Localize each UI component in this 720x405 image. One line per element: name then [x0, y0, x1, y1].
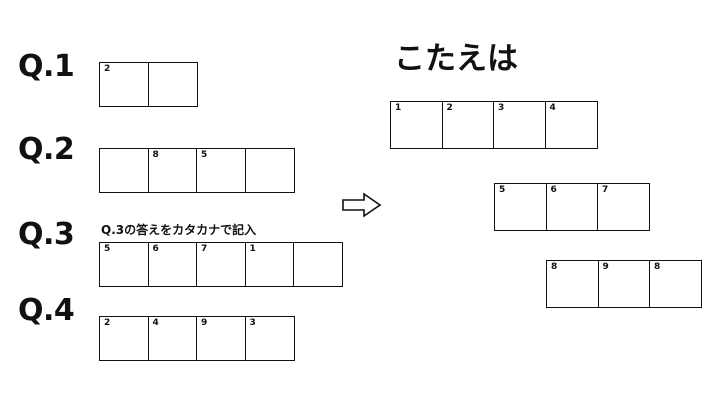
q3-cell-2[interactable]: 6 — [147, 242, 198, 287]
answer-row1-cell-4[interactable]: 4 — [544, 101, 598, 149]
q4-answer-grid: 2 4 9 3 — [99, 316, 295, 361]
cell-number: 7 — [602, 185, 609, 195]
q3-cell-1[interactable]: 5 — [99, 242, 149, 287]
cell-number: 2 — [104, 318, 111, 328]
answer-row1-cell-3[interactable]: 3 — [493, 101, 546, 149]
cell-number: 9 — [602, 262, 609, 272]
q3-cell-5[interactable] — [293, 242, 343, 287]
cell-number: 4 — [549, 103, 556, 113]
q2-cell-1[interactable] — [99, 148, 149, 193]
q3-cell-4[interactable]: 1 — [244, 242, 295, 287]
cell-number: 1 — [395, 103, 402, 113]
question-label-q4: Q.4 — [18, 293, 75, 328]
cell-number: 8 — [551, 262, 558, 272]
right-arrow-outline-icon — [342, 192, 382, 218]
cell-number: 5 — [499, 185, 506, 195]
cell-number: 8 — [152, 150, 159, 160]
q2-cell-4[interactable] — [244, 148, 295, 193]
question-label-q3: Q.3 — [18, 217, 75, 252]
answer-row1-cell-1[interactable]: 1 — [390, 101, 443, 149]
cell-number: 6 — [152, 244, 159, 254]
q4-cell-1[interactable]: 2 — [99, 316, 149, 361]
answer-row2-cell-2[interactable]: 6 — [545, 183, 599, 231]
cell-number: 2 — [446, 103, 453, 113]
cell-number: 3 — [249, 318, 256, 328]
q3-instruction: Q.3の答えをカタカナで記入 — [101, 223, 257, 237]
cell-number: 3 — [498, 103, 505, 113]
q3-cell-3[interactable]: 7 — [196, 242, 246, 287]
answer-grid-row-3: 8 9 8 — [546, 260, 702, 308]
answer-row3-cell-2[interactable]: 9 — [597, 260, 651, 308]
cell-number: 5 — [201, 150, 208, 160]
answer-row3-cell-3[interactable]: 8 — [649, 260, 702, 308]
cell-number: 5 — [104, 244, 111, 254]
answer-grid-row-2: 5 6 7 — [494, 183, 650, 231]
answer-title: こたえは — [394, 41, 518, 77]
q3-answer-grid: 5 6 7 1 — [99, 242, 343, 287]
answer-row1-cell-2[interactable]: 2 — [441, 101, 495, 149]
q2-cell-2[interactable]: 8 — [147, 148, 198, 193]
q1-cell-1[interactable]: 2 — [99, 62, 149, 107]
q4-cell-3[interactable]: 9 — [196, 316, 246, 361]
q4-cell-2[interactable]: 4 — [147, 316, 198, 361]
question-label-q1: Q.1 — [18, 49, 75, 84]
answer-row2-cell-1[interactable]: 5 — [494, 183, 547, 231]
answer-row3-cell-1[interactable]: 8 — [546, 260, 599, 308]
q1-answer-grid: 2 — [99, 62, 198, 107]
q2-cell-3[interactable]: 5 — [196, 148, 246, 193]
cell-number: 9 — [201, 318, 208, 328]
question-label-q2: Q.2 — [18, 132, 75, 167]
cell-number: 4 — [152, 318, 159, 328]
q4-cell-4[interactable]: 3 — [244, 316, 295, 361]
cell-number: 1 — [249, 244, 256, 254]
cell-number: 2 — [104, 64, 111, 74]
cell-number: 7 — [201, 244, 208, 254]
q1-cell-2[interactable] — [147, 62, 198, 107]
answer-row2-cell-3[interactable]: 7 — [597, 183, 650, 231]
cell-number: 6 — [550, 185, 557, 195]
q2-answer-grid: 8 5 — [99, 148, 295, 193]
answer-grid-row-1: 1 2 3 4 — [390, 101, 598, 149]
cell-number: 8 — [654, 262, 661, 272]
